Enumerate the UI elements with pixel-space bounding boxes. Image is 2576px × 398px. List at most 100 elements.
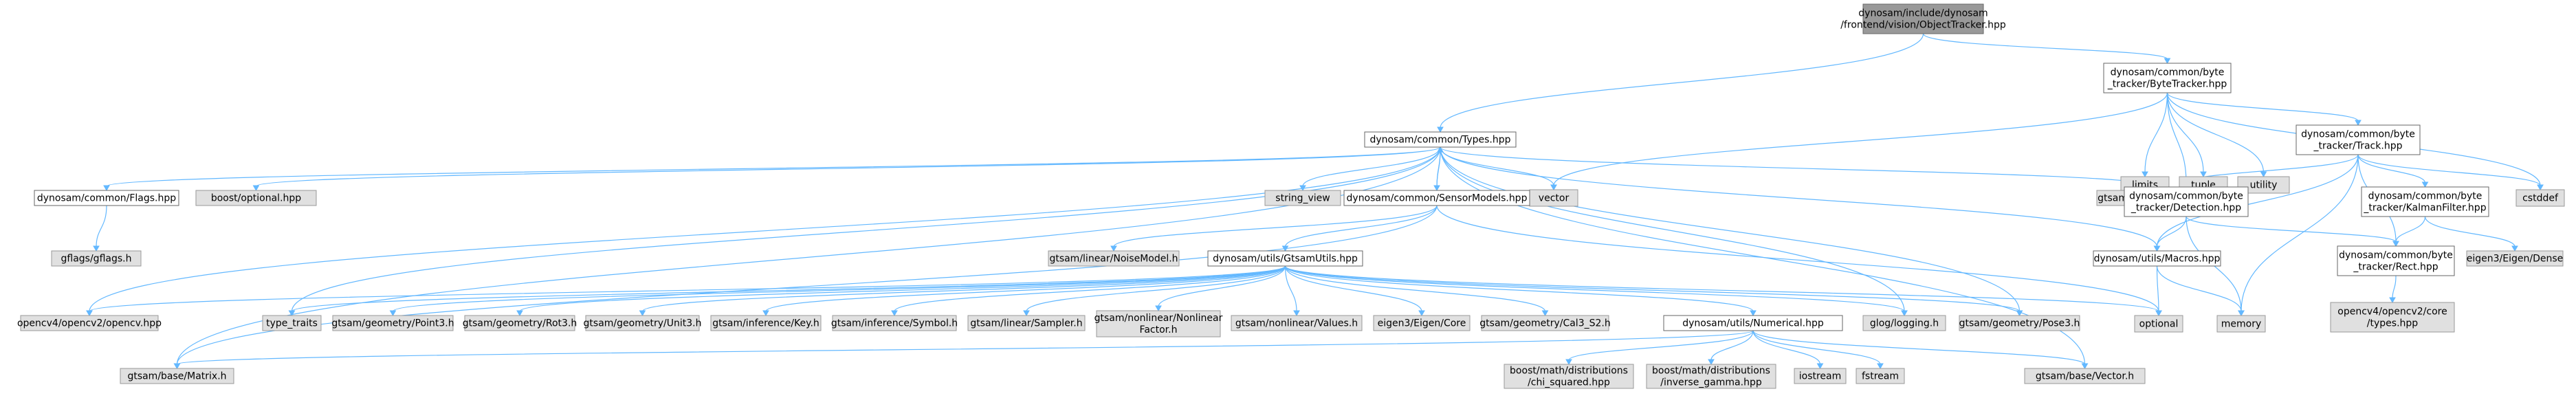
node-box [1794,368,1847,384]
node-label: /frontend/vision/ObjectTracker.hpp [1840,20,2006,31]
edge-arrowhead [2392,241,2399,247]
node-label: /types.hpp [2367,318,2418,329]
node-types[interactable]: dynosam/common/Types.hpp [1364,131,1517,148]
edge-arrowhead [1293,310,1300,317]
edge-arrowhead [2081,363,2089,370]
node-label: dynosam/common/byte [2368,191,2483,202]
node-numerical[interactable]: dynosam/utils/Numerical.hpp [1663,315,1843,331]
node-label: dynosam/common/byte [2339,250,2453,261]
edge-line [1440,33,1924,129]
node-label: gflags/gflags.h [61,254,132,265]
edge-line [1440,146,2153,187]
node-label: Factor.h [1140,324,1178,335]
node-chisq: boost/math/distributions/chi_squared.hpp [1504,364,1634,389]
edge-gtsamutils-to-typetraits [288,265,1286,317]
node-macros[interactable]: dynosam/utils/Macros.hpp [2093,250,2221,267]
node-box [2093,250,2221,267]
node-kalman[interactable]: dynosam/common/byte_tracker/KalmanFilter… [2361,186,2489,217]
node-box [51,250,142,267]
node-pose3: gtsam/geometry/Pose3.h [1959,315,2080,331]
node-box [332,315,454,331]
node-label: dynosam/common/Types.hpp [1369,135,1510,146]
edge-root-to-bytetracker [1922,33,2171,65]
node-cvtypes: opencv4/opencv2/core/types.hpp [2330,302,2455,333]
node-box [1856,368,1905,384]
edge-line [1026,265,1286,312]
edge-line [1284,265,1905,312]
node-box [2466,250,2564,267]
node-gtsamutils[interactable]: dynosam/utils/GtsamUtils.hpp [1207,250,1363,267]
edge-line [2166,92,2204,173]
node-label: type_traits [266,318,318,329]
node-key: gtsam/inference/Key.h [710,315,822,331]
node-label: /inverse_gamma.hpp [1660,377,1762,388]
node-sensor[interactable]: dynosam/common/SensorModels.hpp [1343,190,1530,206]
edge-line [1113,205,1438,247]
node-label: vector [1539,193,1570,204]
node-root[interactable]: dynosam/include/dynosam/frontend/vision/… [1840,3,2006,34]
edge-gtsamutils-to-nlfactor [1155,265,1286,312]
node-flags[interactable]: dynosam/common/Flags.hpp [34,190,179,206]
edge-track-to-cstddef [2357,154,2544,191]
node-label: gtsam/geometry/Cal3_S2.h [1479,318,1610,329]
node-box [195,190,317,206]
edge-line [641,265,1286,312]
edge-track-to-kalman [2357,154,2429,188]
node-label: dynosam/common/byte [2111,67,2225,78]
edge-arrowhead [2153,245,2161,252]
edge-arrowhead [1550,184,1557,191]
edges-layer [86,33,2544,370]
edge-gtsamutils-to-sampler [1023,265,1286,317]
edge-line [2424,216,2516,247]
node-rect[interactable]: dynosam/common/byte_tracker/Rect.hpp [2337,245,2455,276]
edge-line [1302,146,1441,187]
node-box [2134,315,2183,333]
edge-line [1284,265,1422,312]
node-box [1264,190,1341,206]
node-sampler: gtsam/linear/Sampler.h [967,315,1086,331]
node-label: _tracker/Rect.hpp [2353,262,2438,273]
node-box [1862,315,1946,331]
node-label: opencv4/opencv2/core [2337,307,2447,318]
edge-arrowhead [173,363,181,370]
node-track[interactable]: dynosam/common/byte_tracker/Track.hpp [2296,124,2421,155]
edge-arrowhead [1541,310,1549,317]
edge-macros-to-optional [2155,265,2162,317]
node-label: gtsam/geometry/Point3.h [331,318,454,329]
node-noise: gtsam/linear/NoiseModel.h [1048,250,1180,267]
edge-gtsamutils-to-opencv [86,265,1286,317]
edge-line [894,265,1286,312]
edge-types-to-opencv [86,146,1441,317]
node-label: boost/math/distributions [1652,366,1770,377]
node-boostopt: boost/optional.hpp [195,190,317,206]
node-detection[interactable]: dynosam/common/byte_tracker/Detection.hp… [2124,186,2249,217]
edge-line [1752,330,1821,365]
node-box [2337,245,2455,276]
edge-line [89,146,1441,312]
node-label: _tracker/KalmanFilter.hpp [2363,203,2486,214]
node-label: eigen3/Eigen/Core [1378,318,1466,329]
node-bytetracker[interactable]: dynosam/common/byte_tracker/ByteTracker.… [2103,63,2232,93]
edge-macros-to-memory [2156,265,2245,317]
edge-kalman-to-eigendense [2424,216,2518,252]
node-cstddef: cstddef [2516,189,2565,207]
edge-gtsamutils-to-cal3 [1284,265,1549,317]
node-label: gtsam/geometry/Pose3.h [1959,318,2080,329]
edge-detection-to-rect [2186,216,2399,247]
edge-gtsamutils-to-numerical [1284,265,1757,317]
edge-line [2156,265,2159,312]
node-label: gtsam/inference/Key.h [712,318,819,329]
edge-numerical-to-fstream [1752,330,1884,370]
node-box [1048,250,1180,267]
node-label: gtsam/linear/Sampler.h [970,318,1082,329]
edge-arrowhead [2238,310,2245,317]
node-box [1096,310,1221,338]
node-box [832,315,957,331]
edge-arrowhead [891,310,898,317]
node-typetraits: type_traits [262,315,322,331]
edge-arrowhead [1023,310,1030,317]
node-box [2124,186,2249,217]
edge-line [765,265,1286,312]
node-cal3: gtsam/geometry/Cal3_S2.h [1479,315,1611,331]
node-label: gtsam/linear/NoiseModel.h [1049,254,1178,265]
